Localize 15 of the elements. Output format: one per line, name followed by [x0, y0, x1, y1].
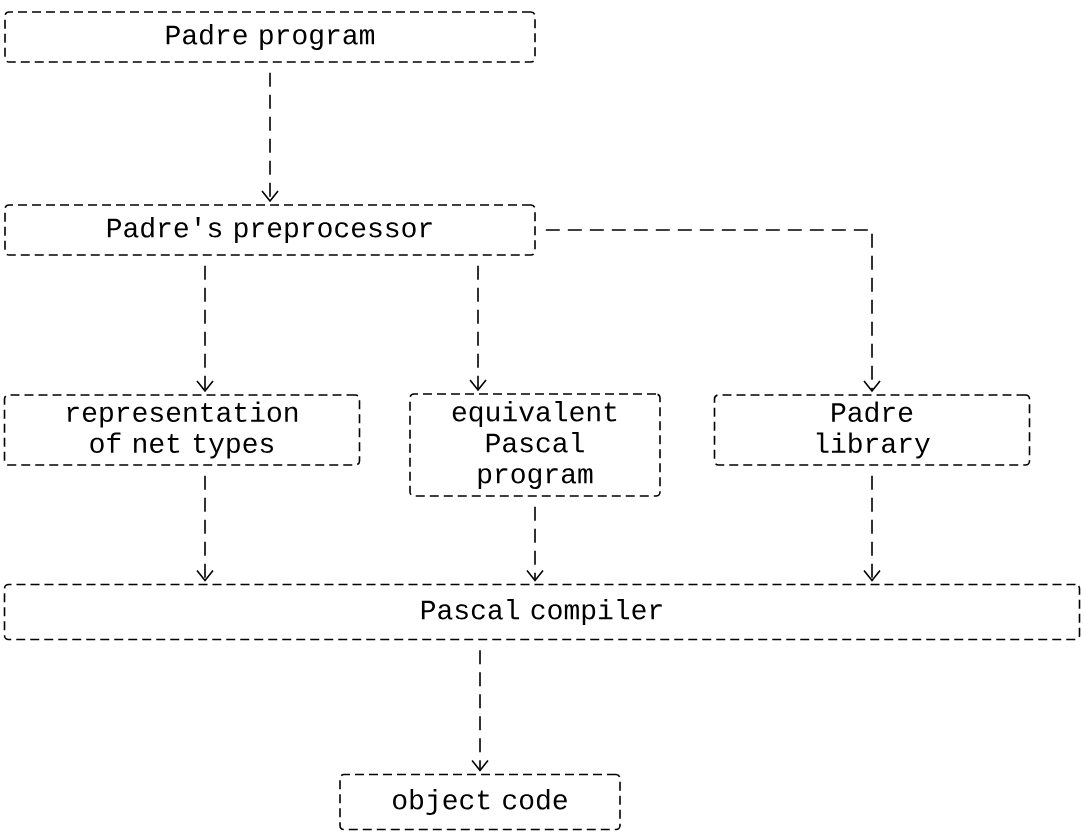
arrow — [545, 229, 881, 393]
arrow — [469, 265, 487, 392]
arrow — [196, 475, 214, 582]
process-box: Padre's preprocessor — [4, 204, 536, 256]
arrow — [261, 72, 279, 203]
process-box: representation of net types — [3, 394, 361, 466]
arrow — [526, 506, 544, 582]
process-box: object code — [339, 773, 621, 831]
arrow — [471, 649, 489, 772]
process-box: Pascal compiler — [3, 583, 1081, 641]
arrow — [196, 265, 214, 393]
process-box: Padre program — [4, 11, 536, 63]
process-box: equivalent Pascal program — [409, 393, 661, 497]
process-box: Padre library — [713, 394, 1031, 466]
arrow — [863, 475, 881, 582]
